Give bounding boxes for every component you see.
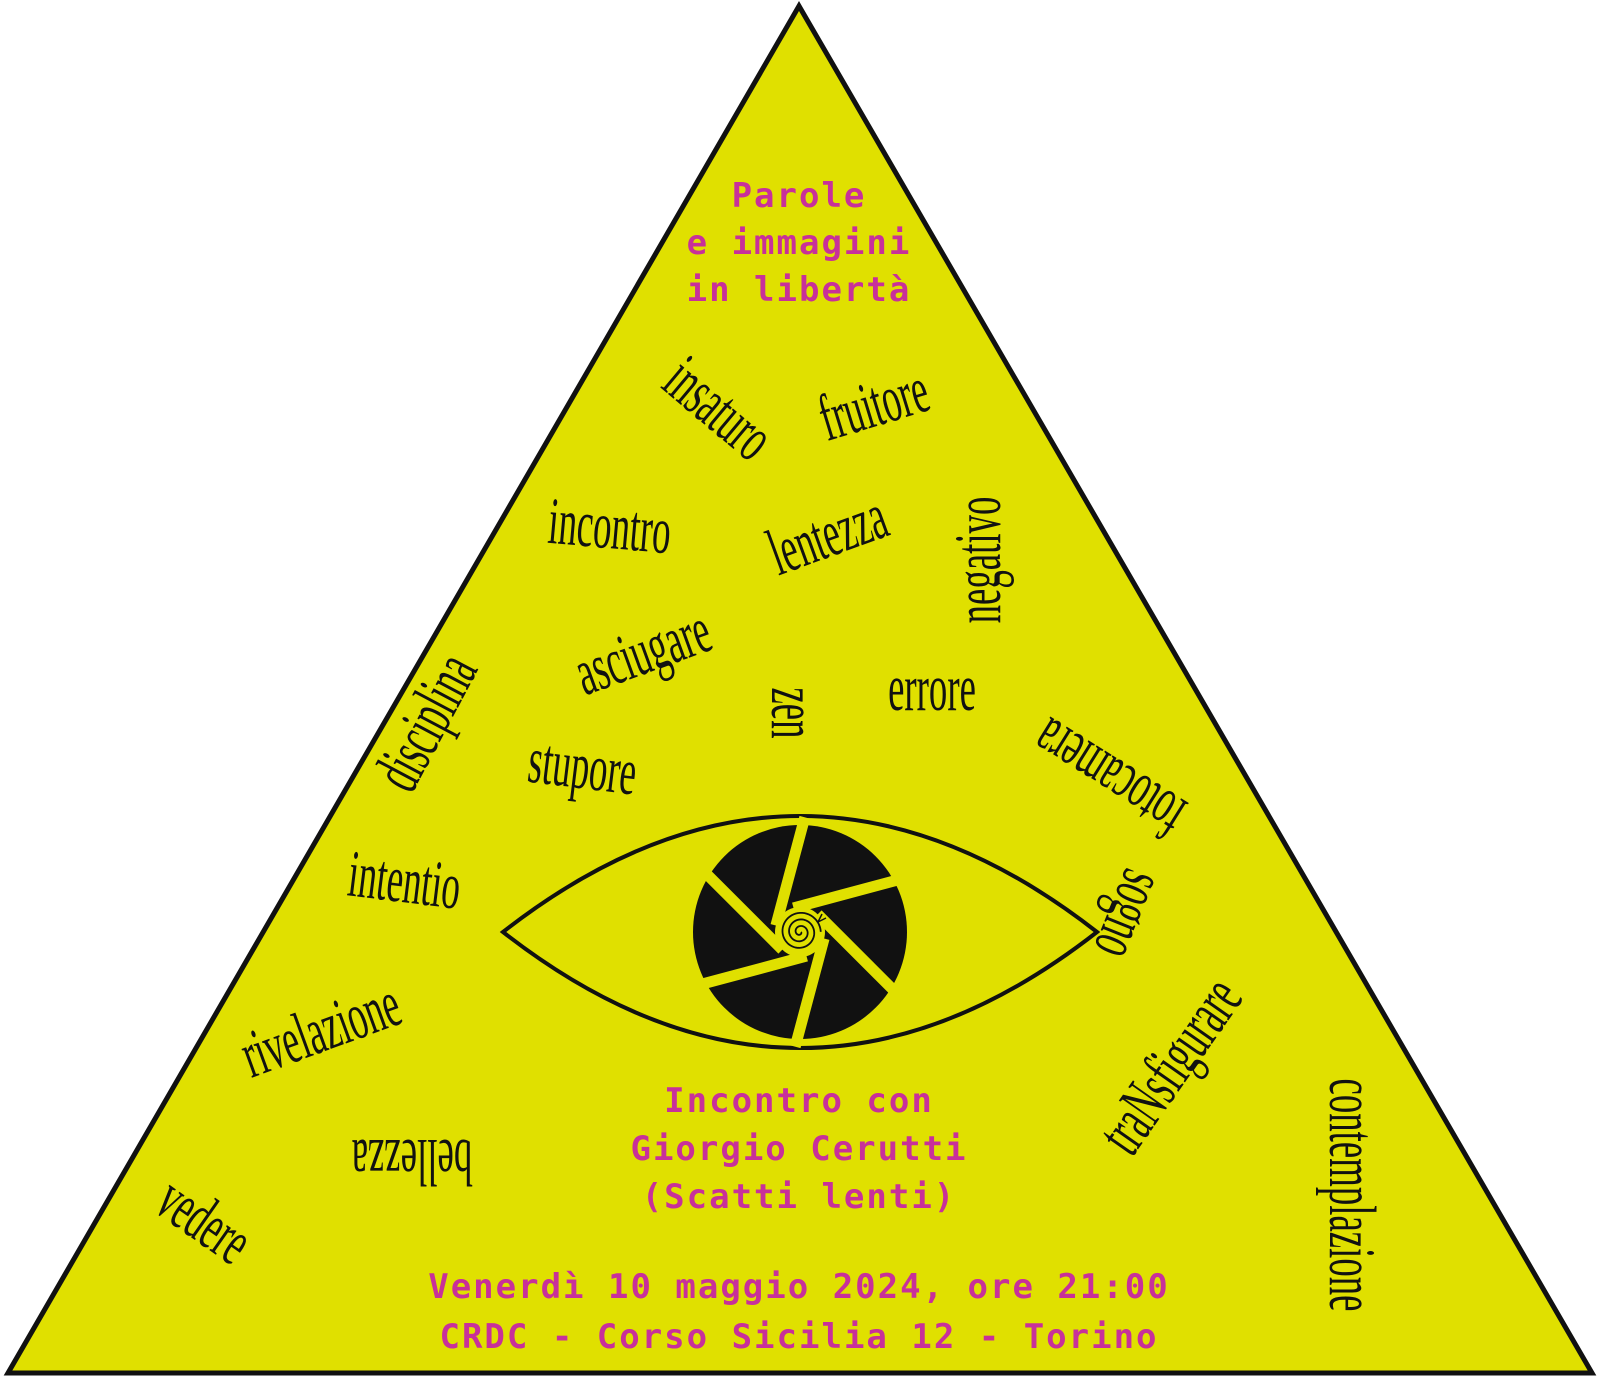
- title: Parole e immagini in libertà: [687, 176, 912, 310]
- event-line-3: (Scatti lenti): [642, 1177, 957, 1217]
- word-negativo: negativo: [941, 497, 1015, 624]
- word-contemplazione: contemplazione: [1315, 1079, 1389, 1312]
- snail-spiral-icon: [781, 911, 827, 949]
- eye-icon: [499, 814, 1101, 1050]
- aperture-blade-gap: [696, 950, 808, 991]
- aperture-blade-gap: [789, 937, 830, 1049]
- word-stupore: stupore: [524, 722, 641, 809]
- pyramid-triangle: [3, 1, 1597, 1376]
- aperture-blade-gap: [699, 866, 787, 954]
- info-block: Venerdì 10 maggio 2024, ore 21:00 CRDC -…: [428, 1267, 1170, 1357]
- title-line-2: e immagini: [687, 223, 912, 263]
- title-line-1: Parole: [732, 176, 867, 216]
- word-zen: zen: [757, 687, 831, 738]
- aperture-blade-gap: [792, 873, 904, 914]
- event-place: CRDC - Corso Sicilia 12 - Torino: [439, 1317, 1158, 1357]
- event-block: Incontro con Giorgio Cerutti (Scatti len…: [630, 1081, 967, 1217]
- camera-aperture-icon: [693, 815, 907, 1049]
- word-incontro: incontro: [546, 483, 675, 568]
- word-errore: errore: [888, 651, 976, 725]
- aperture-blade-gap: [770, 815, 811, 927]
- title-line-3: in libertà: [687, 270, 912, 310]
- event-line-1: Incontro con: [664, 1081, 934, 1121]
- event-date: Venerdì 10 maggio 2024, ore 21:00: [428, 1267, 1170, 1307]
- word-bellezza: bellezza: [352, 1125, 473, 1199]
- event-line-2: Giorgio Cerutti: [630, 1129, 967, 1169]
- aperture-blade-gap: [813, 910, 901, 998]
- word-intentio: intentio: [344, 836, 465, 923]
